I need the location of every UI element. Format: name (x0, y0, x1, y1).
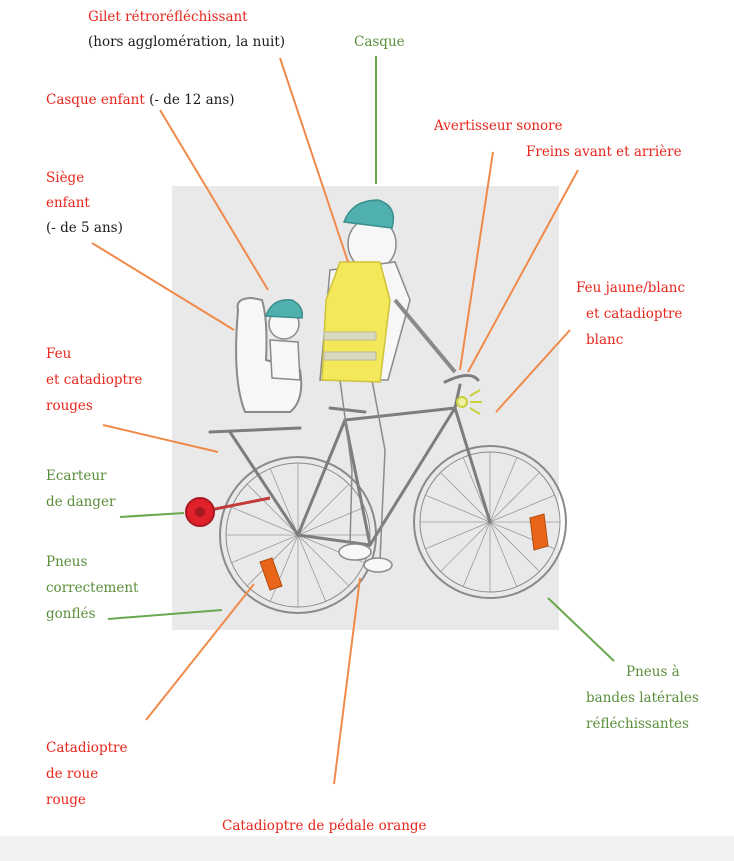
label-pneus-bandes-3: réfléchissantes (586, 714, 689, 734)
label-casque-enfant-note: (- de 12 ans) (149, 92, 234, 108)
leader-gilet (280, 58, 348, 262)
label-ecarteur-1: Ecarteur (46, 466, 106, 486)
bottom-strip (0, 836, 734, 861)
label-pneus-bandes-2: bandes latérales (586, 688, 699, 708)
label-casque: Casque (354, 32, 405, 52)
leader-siege (92, 243, 234, 330)
leader-feu-rouge (103, 425, 218, 452)
label-casque-enfant: Casque enfant (- de 12 ans) (46, 90, 235, 110)
label-cata-roue-1: Catadioptre (46, 738, 127, 758)
label-feu-rouge-1: Feu (46, 344, 71, 364)
label-casque-enfant-title: Casque enfant (46, 92, 145, 108)
label-avertisseur: Avertisseur sonore (434, 116, 563, 136)
leader-feu-jaune (496, 330, 570, 412)
rear-wheel-reflector (260, 558, 282, 590)
leader-casque-enfant (160, 110, 268, 290)
front-light (457, 390, 482, 414)
child-figure (266, 300, 302, 380)
label-freins: Freins avant et arrière (526, 142, 682, 162)
label-siege-note: (- de 5 ans) (46, 218, 123, 238)
label-feu-rouge-3: rouges (46, 396, 93, 416)
label-pneus-1: Pneus (46, 552, 87, 572)
label-pneus-3: gonflés (46, 604, 95, 624)
label-siege-1: Siège (46, 168, 84, 188)
leader-avertisseur (460, 152, 493, 370)
label-pneus-2: correctement (46, 578, 138, 598)
leader-pneus-bandes (548, 598, 614, 661)
leader-freins (468, 170, 578, 372)
label-feu-jaune-1: Feu jaune/blanc (576, 278, 685, 298)
label-feu-rouge-2: et catadioptre (46, 370, 142, 390)
leader-ecarteur (120, 513, 184, 517)
label-pneus-bandes-1: Pneus à (626, 662, 680, 682)
leader-cata-pedale (334, 578, 360, 784)
label-gilet-note: (hors agglomération, la nuit) (88, 32, 285, 52)
label-cata-pedale: Catadioptre de pédale orange (222, 816, 427, 836)
label-feu-jaune-3: blanc (586, 330, 623, 350)
leader-pneus (108, 610, 222, 619)
label-feu-jaune-2: et catadioptre (586, 304, 682, 324)
label-siege-2: enfant (46, 193, 90, 213)
label-cata-roue-3: rouge (46, 790, 86, 810)
label-ecarteur-2: de danger (46, 492, 115, 512)
front-wheel-reflector (530, 514, 548, 550)
label-cata-roue-2: de roue (46, 764, 98, 784)
label-gilet: Gilet rétroréfléchissant (88, 7, 248, 27)
leader-cata-roue (146, 584, 254, 720)
